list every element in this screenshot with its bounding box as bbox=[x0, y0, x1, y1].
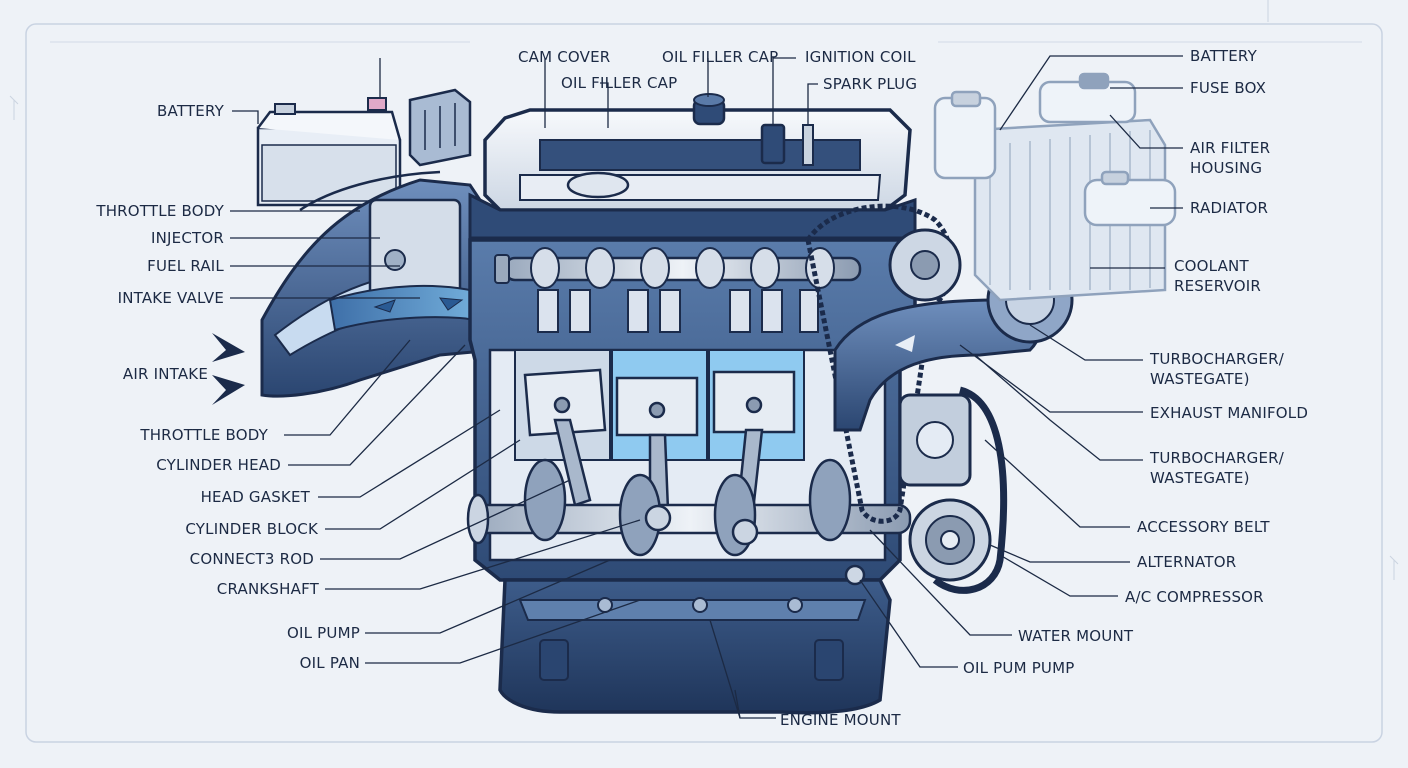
label-water-mount: WATER MOUNT bbox=[1018, 627, 1134, 645]
label-ignition-coil: IGNITION COIL bbox=[805, 48, 916, 66]
label-oil-filler-cap-a: OIL FILLER CAP bbox=[662, 48, 779, 66]
label-oil-pump: OIL PUMP bbox=[287, 624, 360, 642]
air-intake-arrows bbox=[212, 333, 245, 405]
label-cylinder-head: CYLINDER HEAD bbox=[156, 456, 281, 474]
label-turbocharger-a: TURBOCHARGER/ WASTEGATE) bbox=[1150, 350, 1285, 388]
label-oil-pum-pump: OIL PUM PUMP bbox=[963, 659, 1075, 677]
label-oil-pan: OIL PAN bbox=[299, 654, 360, 672]
label-injector: INJECTOR bbox=[150, 229, 224, 247]
radiator bbox=[973, 118, 1167, 302]
alternator bbox=[908, 498, 992, 582]
label-battery-left: BATTERY bbox=[157, 102, 224, 120]
label-cylinder-block: CYLINDER BLOCK bbox=[185, 520, 318, 538]
label-throttle-body-top: THROTTLE BODY bbox=[96, 202, 224, 220]
valve-springs bbox=[537, 289, 819, 333]
label-turbocharger-b: TURBOCHARGER/ WASTEGATE) bbox=[1150, 449, 1285, 487]
label-spark-plug: SPARK PLUG bbox=[823, 75, 918, 93]
label-oil-filler-cap-b: OIL FILLER CAP bbox=[561, 74, 678, 92]
cam-cover bbox=[468, 108, 917, 240]
coolant-reservoir bbox=[933, 72, 1177, 227]
battery-left bbox=[256, 97, 402, 207]
ignition-coil bbox=[760, 123, 786, 165]
label-head-gasket: HEAD GASKET bbox=[200, 488, 310, 506]
label-throttle-body-bottom: THROTTLE BODY bbox=[140, 426, 268, 444]
label-ac-compressor: A/C COMPRESSOR bbox=[1125, 588, 1264, 606]
fuse-box-left bbox=[408, 88, 472, 167]
label-intake-valve: INTAKE VALVE bbox=[117, 289, 224, 307]
label-battery-right: BATTERY bbox=[1190, 47, 1257, 65]
label-cam-cover: CAM COVER bbox=[518, 48, 611, 66]
label-radiator: RADIATOR bbox=[1190, 199, 1269, 217]
label-air-filter-housing: AIR FILTER HOUSING bbox=[1190, 139, 1271, 177]
label-crankshaft: CRANKSHAFT bbox=[216, 580, 319, 598]
label-coolant-reservoir: COOLANT RESERVOIR bbox=[1174, 257, 1261, 295]
label-connecting-rod: CONNECT3 ROD bbox=[189, 550, 314, 568]
pistons bbox=[523, 368, 796, 437]
crankshaft bbox=[466, 458, 912, 557]
label-fuse-box: FUSE BOX bbox=[1190, 79, 1267, 97]
diagram-frame bbox=[25, 23, 1383, 743]
oil-filler-cap bbox=[692, 93, 726, 126]
label-engine-mount: ENGINE MOUNT bbox=[780, 711, 901, 729]
label-alternator: ALTERNATOR bbox=[1137, 553, 1237, 571]
label-accessory-belt: ACCESSORY BELT bbox=[1137, 518, 1270, 536]
accessory-belt bbox=[932, 386, 1008, 594]
leader-lines bbox=[230, 55, 1183, 719]
timing-gear bbox=[805, 203, 962, 524]
label-fuel-rail: FUEL RAIL bbox=[147, 257, 224, 275]
label-air-intake: AIR INTAKE bbox=[122, 365, 208, 383]
spark-plug bbox=[802, 124, 814, 166]
label-exhaust-manifold: EXHAUST MANIFOLD bbox=[1150, 404, 1309, 422]
ac-compressor bbox=[898, 393, 972, 487]
